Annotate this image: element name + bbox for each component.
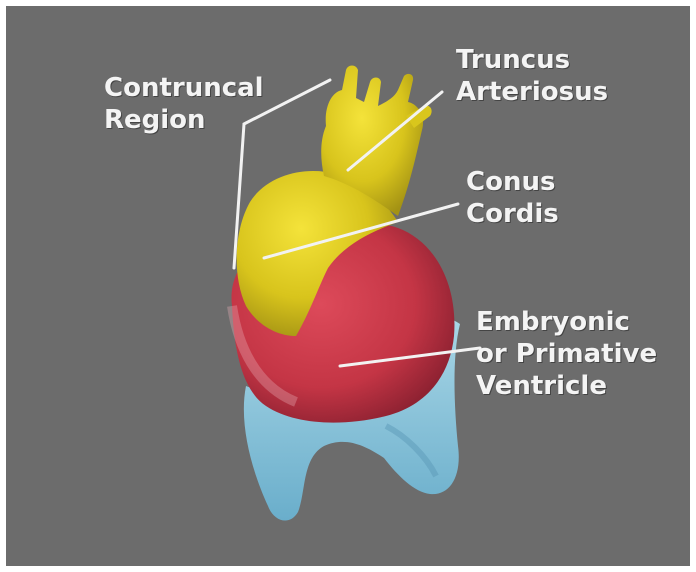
label-conus-cordis: Conus Cordis [466,166,559,230]
label-truncus-arteriosus: Truncus Arteriosus [456,44,608,108]
diagram-panel: Contruncal Region Truncus Arteriosus Con… [6,6,690,566]
label-embryonic-ventricle: Embryonic or Primative Ventricle [476,306,657,402]
label-contruncal-region: Contruncal Region [104,72,264,136]
